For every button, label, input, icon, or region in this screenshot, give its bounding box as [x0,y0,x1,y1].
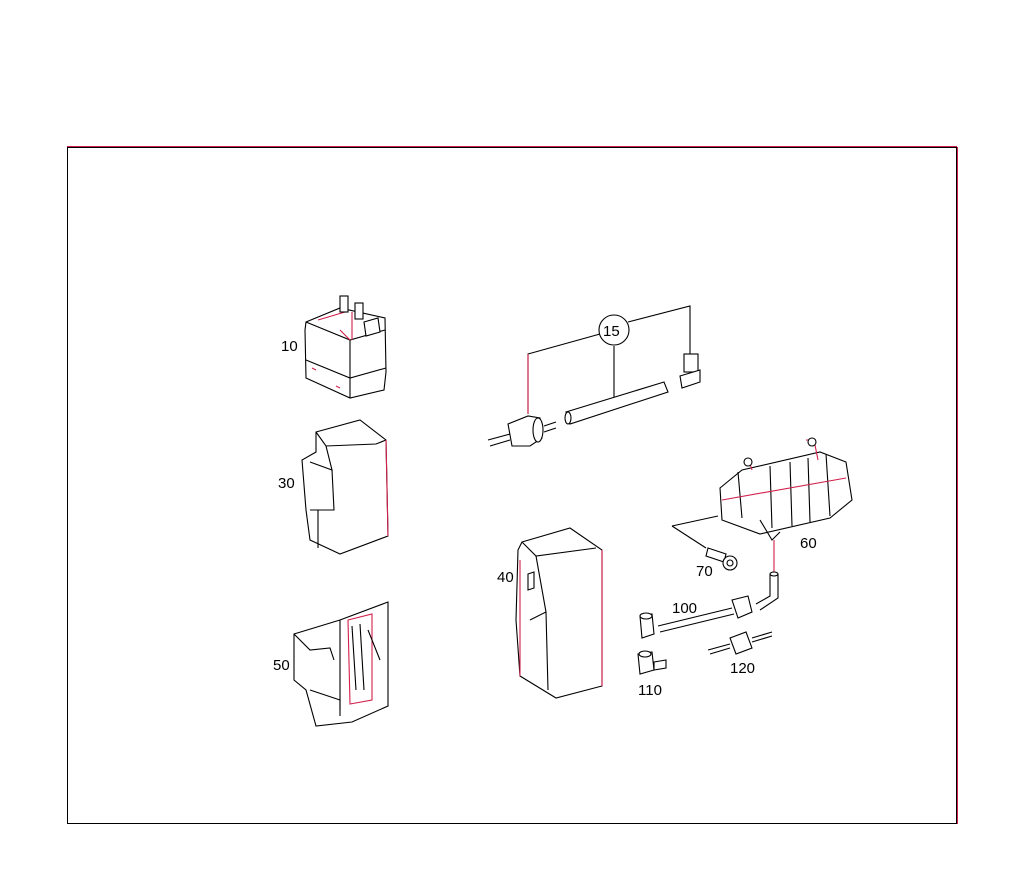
label-100: 100 [672,600,697,617]
label-10: 10 [281,338,298,355]
leader-70 [671,515,719,549]
diagram-frame [67,147,957,824]
part-100[interactable] [639,540,779,639]
part-60[interactable] [719,437,853,541]
label-15: 15 [603,323,620,340]
part-50[interactable] [293,601,389,727]
part-30[interactable] [301,419,389,555]
label-50: 50 [273,657,290,674]
part-40[interactable] [515,527,603,699]
label-110: 110 [638,682,662,699]
label-120: 120 [730,660,755,677]
part-120[interactable] [707,631,773,655]
label-40: 40 [497,569,514,586]
part-15[interactable] [487,305,701,447]
label-30: 30 [278,475,295,492]
label-60: 60 [800,535,817,552]
part-10[interactable] [304,295,387,399]
callout-circle-15 [598,314,630,346]
part-70[interactable] [705,547,738,571]
part-110[interactable] [637,650,667,675]
label-70: 70 [696,563,713,580]
